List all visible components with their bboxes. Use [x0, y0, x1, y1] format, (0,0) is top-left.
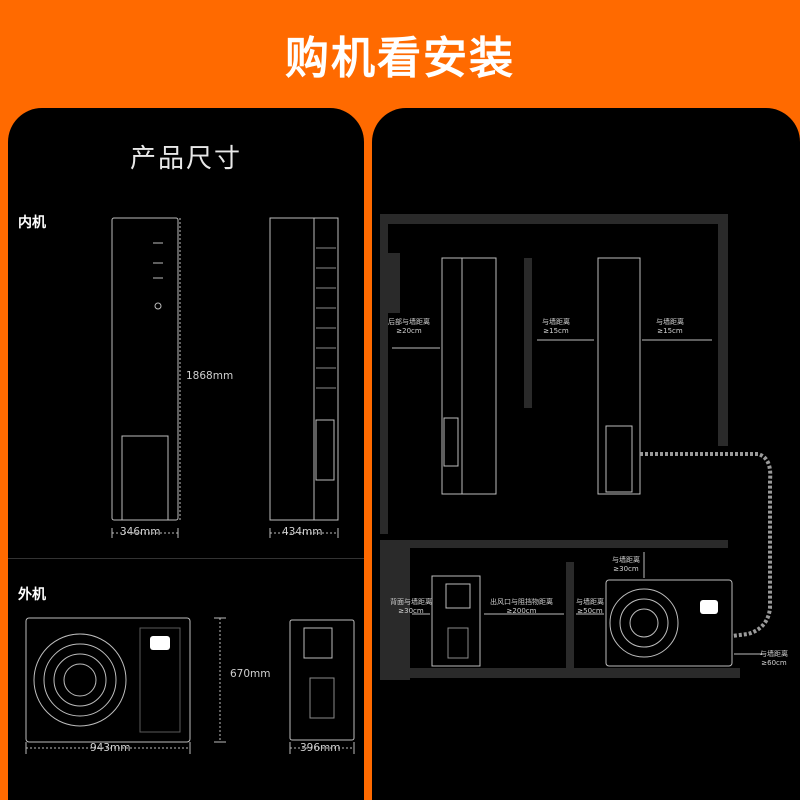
- brand-logo-mark: [150, 636, 170, 650]
- outdoor-logo-mark: [700, 600, 718, 614]
- indoor-width-dim: 346mm: [120, 526, 161, 538]
- outdoor-front-outline: [25, 617, 191, 743]
- product-dimensions-panel: 产品尺寸 内机: [8, 108, 364, 800]
- outdoor-unit-side: [431, 575, 481, 667]
- outdoor-unit-front: [605, 579, 733, 667]
- indoor-front-grille: [121, 435, 169, 521]
- section-divider: [8, 558, 364, 559]
- outdoor-depth-dim: 396mm: [300, 742, 341, 754]
- outdoor-fan-outer: [33, 633, 127, 727]
- top-clearance-label: 与墙距离≥30cm: [612, 556, 640, 573]
- dimension-drawings: [25, 217, 355, 754]
- outdoor-side-label: 与墙距离≥50cm: [576, 598, 604, 615]
- room-walls: [380, 214, 740, 680]
- back-wall-label: 背面与墙距离≥30cm: [390, 598, 432, 615]
- page-title: 购机看安装: [285, 33, 515, 84]
- indoor-unit-label: 内机: [18, 215, 46, 231]
- installation-panel: 后部与墙距离≥20cm 与墙距离≥15cm 与墙距离≥15cm 与墙距离≥30c…: [372, 108, 800, 800]
- indoor-unit-front: [597, 257, 641, 495]
- dimensions-title: 产品尺寸: [129, 144, 242, 174]
- outdoor-width-dim: 943mm: [90, 742, 131, 754]
- side-wall-label-1: 与墙距离≥15cm: [542, 318, 570, 335]
- indoor-depth-dim: 434mm: [282, 526, 323, 538]
- indoor-height-dim: 1868mm: [186, 370, 234, 382]
- outdoor-right-label: 与墙距离≥60cm: [760, 650, 788, 667]
- side-wall-label-2: 与墙距离≥15cm: [656, 318, 684, 335]
- indoor-front-button: [154, 302, 162, 310]
- outdoor-unit-label: 外机: [18, 587, 46, 603]
- indoor-side-outline: [269, 217, 339, 521]
- outdoor-height-dim: 670mm: [230, 668, 271, 680]
- rear-wall-label: 后部与墙距离≥20cm: [388, 318, 430, 335]
- outdoor-side-outline: [289, 619, 355, 741]
- outlet-obstacle-label: 出风口与阻挡物距离≥200cm: [490, 598, 553, 615]
- indoor-unit-side: [441, 257, 497, 495]
- installation-diagram: [380, 214, 773, 680]
